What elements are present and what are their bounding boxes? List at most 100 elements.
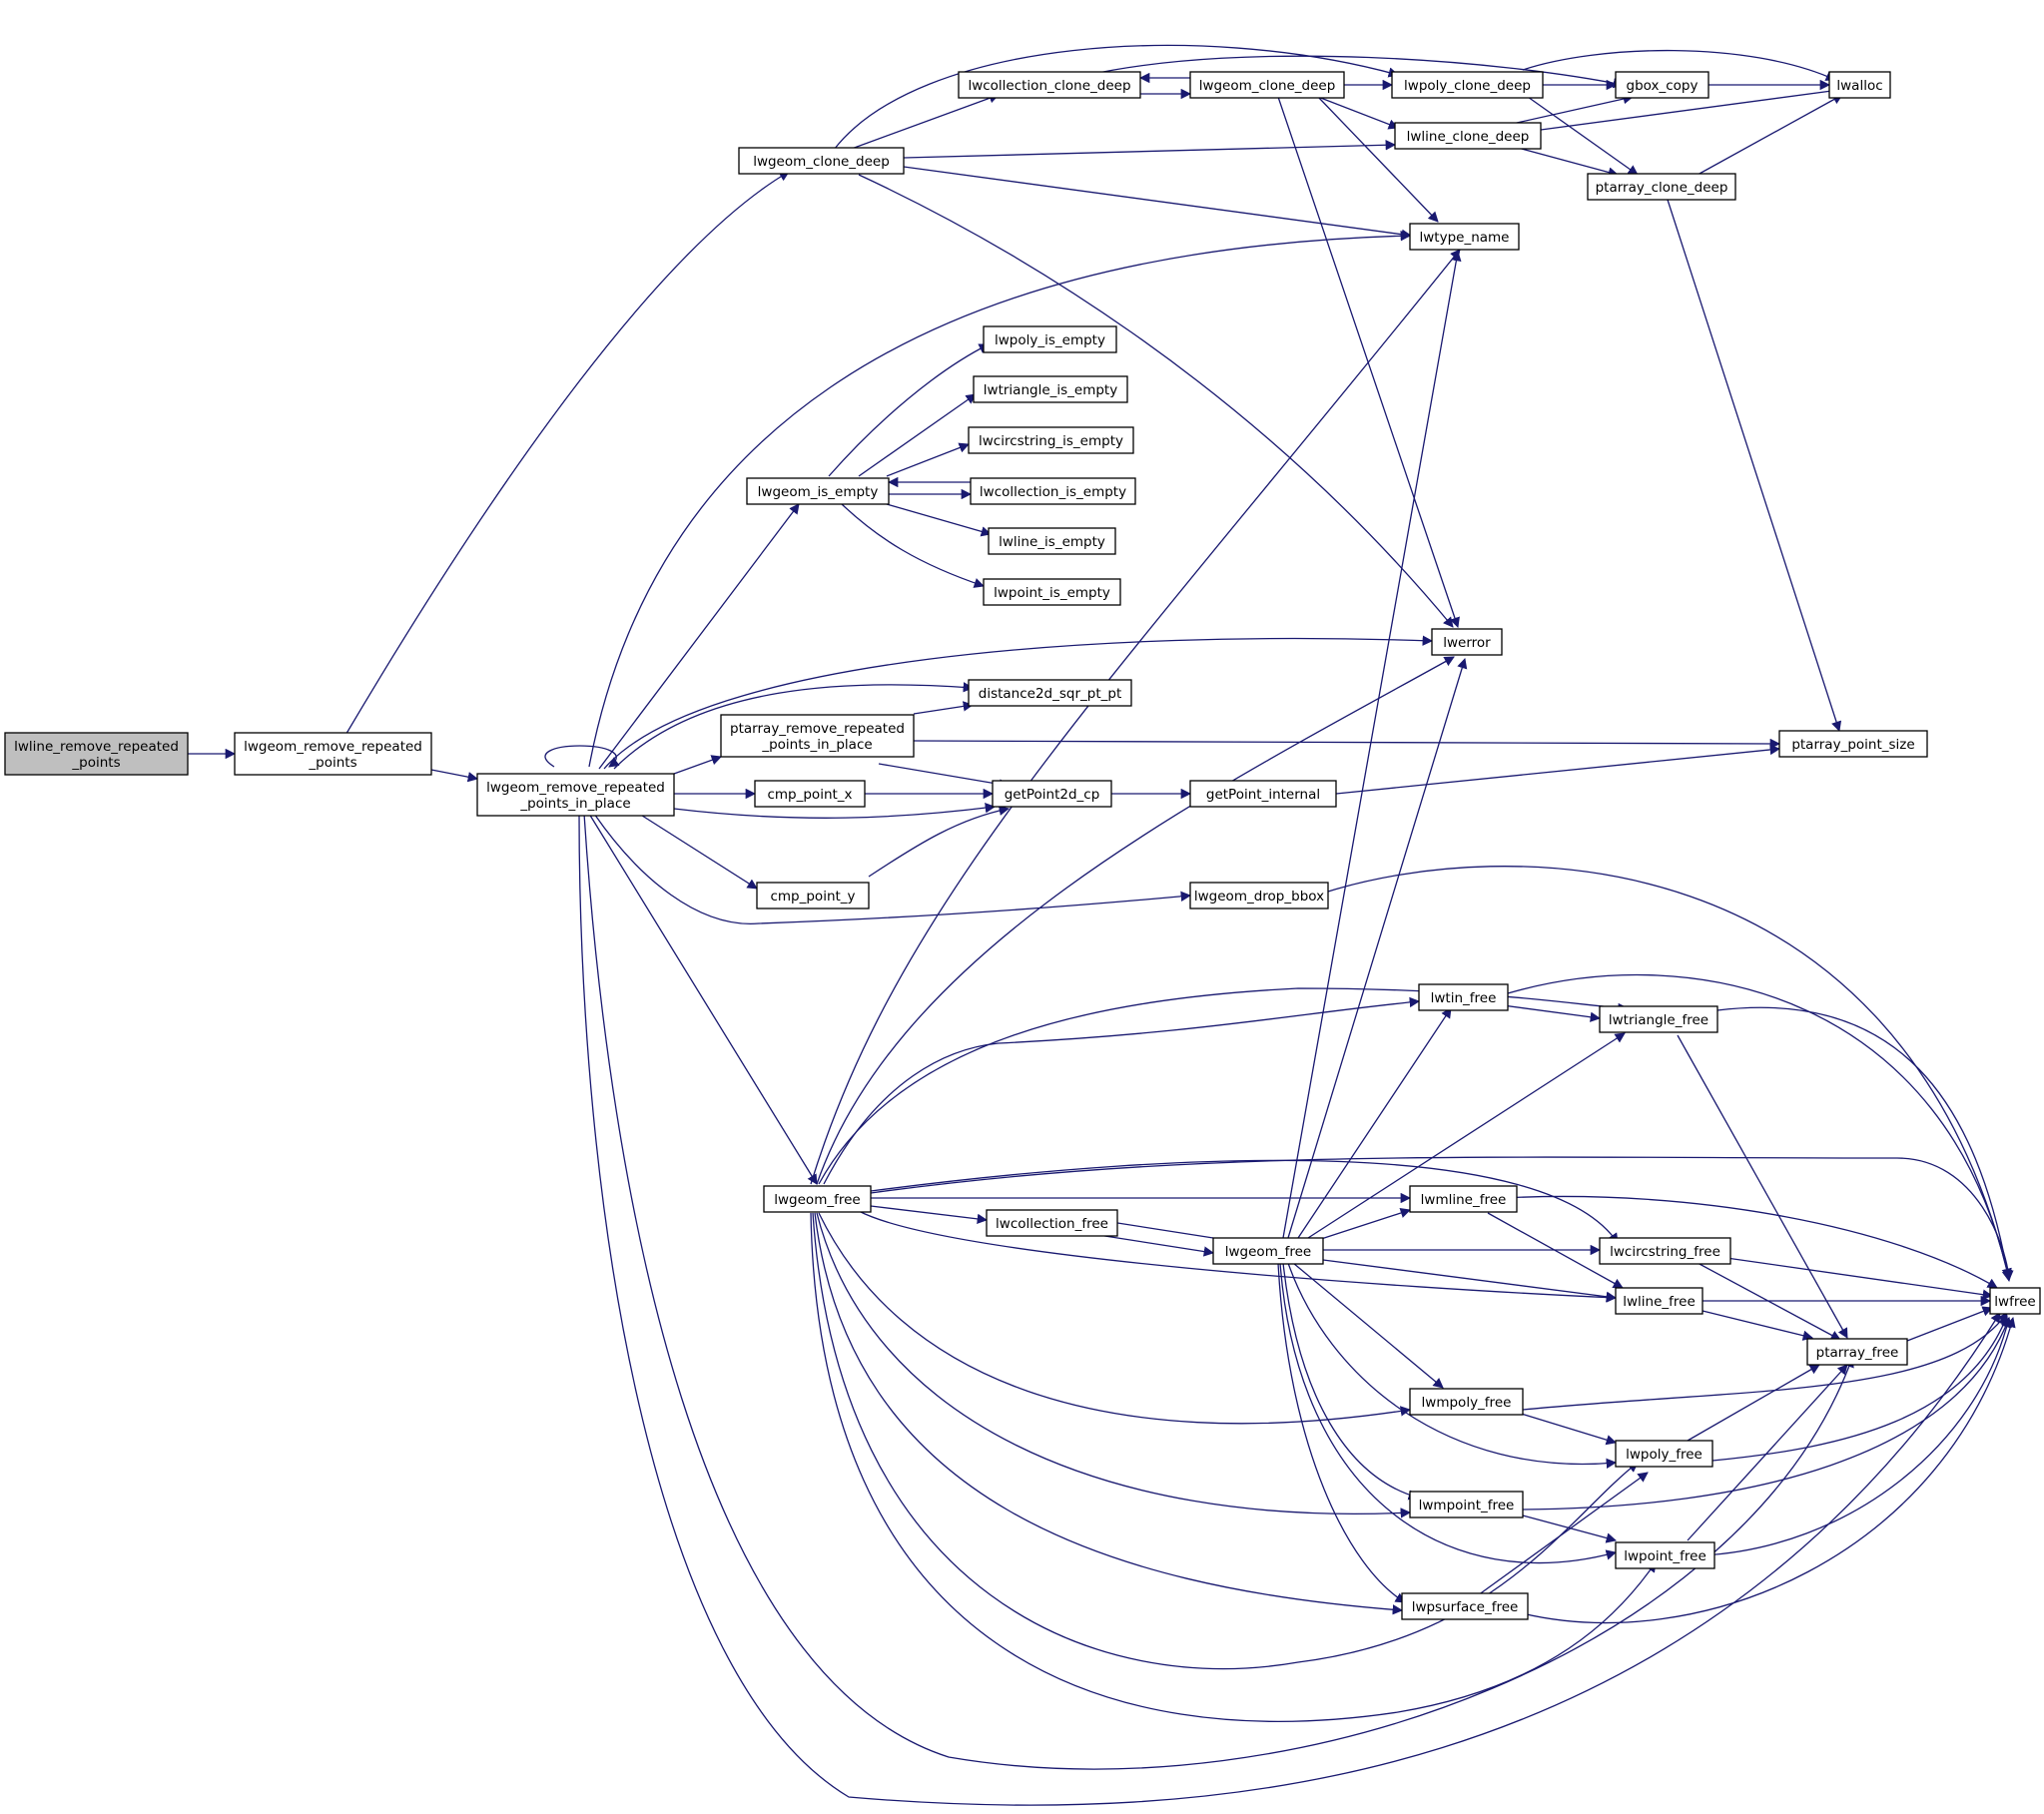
node-mpolyfree[interactable]: lwmpoly_free bbox=[1409, 1388, 1524, 1416]
edge-gfree-mpolyfree bbox=[818, 1212, 1412, 1425]
node-box bbox=[1189, 882, 1329, 909]
edge-rrpip-cmpy bbox=[638, 813, 758, 890]
node-collfree[interactable]: lwcollection_free bbox=[986, 1209, 1118, 1237]
node-label: lwgeom_remove_repeated bbox=[486, 780, 665, 796]
node-lineempty[interactable]: lwline_is_empty bbox=[988, 527, 1116, 555]
node-circfree[interactable]: lwcircstring_free bbox=[1599, 1237, 1731, 1265]
node-ptsize[interactable]: ptarray_point_size bbox=[1778, 730, 1928, 758]
node-root[interactable]: lwline_remove_repeated_points bbox=[4, 732, 189, 776]
node-label: lwcircstring_is_empty bbox=[979, 433, 1123, 449]
node-label: distance2d_sqr_pt_pt bbox=[979, 686, 1122, 702]
node-lineclone[interactable]: lwline_clone_deep bbox=[1394, 122, 1542, 150]
node-box bbox=[986, 1209, 1118, 1237]
node-mlinefree[interactable]: lwmline_free bbox=[1409, 1185, 1518, 1213]
node-rrpip[interactable]: lwgeom_remove_repeated_points_in_place bbox=[476, 773, 675, 817]
edge-pointfree-ptfree bbox=[1687, 1364, 1848, 1541]
node-lwerror[interactable]: lwerror bbox=[1431, 628, 1503, 656]
node-typename[interactable]: lwtype_name bbox=[1409, 223, 1520, 251]
node-label: ptarray_free bbox=[1816, 1345, 1899, 1361]
edge-isempty-circempty bbox=[886, 442, 970, 477]
node-label: lwline_clone_deep bbox=[1407, 129, 1530, 145]
node-label: lwline_free bbox=[1623, 1294, 1696, 1310]
call-edges bbox=[188, 44, 2016, 1806]
edge-gfree-psurffree bbox=[814, 1212, 1404, 1615]
node-box bbox=[1394, 122, 1542, 150]
node-gfree[interactable]: lwgeom_free bbox=[763, 1185, 872, 1213]
edge-gfree2-mlinefree bbox=[1317, 1207, 1411, 1241]
edge-ptfree-lwfree bbox=[1906, 1306, 1993, 1342]
edge-ptclone-lwalloc bbox=[1697, 94, 1843, 176]
node-box bbox=[476, 773, 675, 817]
node-gclone[interactable]: lwgeom_clone_deep bbox=[738, 147, 905, 175]
function-nodes: lwline_remove_repeated_points lwgeom_remo… bbox=[4, 71, 2041, 1620]
edge-rrpip-gfree bbox=[588, 813, 818, 1185]
node-circempty[interactable]: lwcircstring_is_empty bbox=[968, 426, 1134, 454]
node-label: lwpoint_free bbox=[1624, 1548, 1706, 1564]
node-collempty[interactable]: lwcollection_is_empty bbox=[970, 477, 1136, 505]
edge-gfree2-mpolyfree bbox=[1292, 1262, 1444, 1389]
node-linefree[interactable]: lwline_free bbox=[1615, 1287, 1703, 1315]
node-label: ptarray_clone_deep bbox=[1596, 180, 1728, 196]
node-polyfree[interactable]: lwpoly_free bbox=[1615, 1440, 1713, 1468]
edge-gclone-collclone bbox=[848, 93, 1000, 151]
node-label: lwmline_free bbox=[1421, 1192, 1507, 1208]
edge-rrpip-isempty bbox=[598, 503, 800, 770]
node-label: lwcollection_is_empty bbox=[980, 484, 1126, 500]
node-pointfree[interactable]: lwpoint_free bbox=[1615, 1541, 1715, 1569]
node-gboxcopy[interactable]: gbox_copy bbox=[1615, 71, 1709, 99]
node-lwfree[interactable]: lwfree bbox=[1989, 1287, 2041, 1315]
node-gclone2[interactable]: lwgeom_clone_deep bbox=[1189, 71, 1345, 99]
node-triempty[interactable]: lwtriangle_is_empty bbox=[973, 375, 1128, 403]
edge-gfree-mpointfree bbox=[816, 1212, 1412, 1518]
node-label: lwpoly_clone_deep bbox=[1404, 78, 1531, 94]
node-cmpy[interactable]: cmp_point_y bbox=[756, 882, 870, 909]
node-psurffree[interactable]: lwpsurface_free bbox=[1401, 1592, 1529, 1620]
edge-mlinefree-linefree bbox=[1487, 1212, 1624, 1289]
edge-gfree-tinfree bbox=[823, 996, 1421, 1185]
node-label: lwtriangle_is_empty bbox=[984, 382, 1117, 398]
node-ptempty[interactable]: lwpoint_is_empty bbox=[983, 578, 1121, 606]
node-dropbbox[interactable]: lwgeom_drop_bbox bbox=[1189, 882, 1329, 909]
edge-rrpip-dropbbox bbox=[593, 813, 1192, 924]
node-box bbox=[1401, 1592, 1529, 1620]
edge-mpointfree-pointfree bbox=[1522, 1514, 1618, 1543]
node-box bbox=[988, 527, 1116, 555]
node-label: _points_in_place bbox=[519, 796, 630, 812]
node-tinfree[interactable]: lwtin_free bbox=[1418, 983, 1509, 1011]
node-box bbox=[1409, 1491, 1524, 1518]
node-collclone[interactable]: lwcollection_clone_deep bbox=[958, 71, 1141, 99]
edge-linefree-ptfree bbox=[1702, 1310, 1814, 1341]
node-cmpx[interactable]: cmp_point_x bbox=[754, 780, 866, 808]
node-box bbox=[968, 426, 1134, 454]
node-box bbox=[1615, 71, 1709, 99]
edge-isempty-triempty bbox=[858, 393, 977, 477]
node-getpint[interactable]: getPoint_internal bbox=[1189, 780, 1337, 808]
node-label: lwgeom_drop_bbox bbox=[1194, 889, 1324, 905]
node-trifree[interactable]: lwtriangle_free bbox=[1599, 1005, 1718, 1033]
node-lwalloc[interactable]: lwalloc bbox=[1828, 71, 1891, 99]
node-rrp[interactable]: lwgeom_remove_repeated_points bbox=[234, 732, 432, 776]
edge-gclone-lineclone bbox=[903, 140, 1397, 159]
edge-gfree-lwfree bbox=[870, 1156, 2014, 1282]
node-gfree2[interactable]: lwgeom_free bbox=[1212, 1237, 1324, 1265]
node-box bbox=[1828, 71, 1891, 99]
node-polyclone[interactable]: lwpoly_clone_deep bbox=[1391, 71, 1544, 99]
edge-gclone2-lineclone bbox=[1317, 96, 1399, 130]
node-mpointfree[interactable]: lwmpoint_free bbox=[1409, 1491, 1524, 1518]
node-ptfree[interactable]: ptarray_free bbox=[1806, 1338, 1908, 1366]
node-ptclone[interactable]: ptarray_clone_deep bbox=[1587, 173, 1736, 201]
node-polyempty[interactable]: lwpoly_is_empty bbox=[983, 325, 1117, 353]
edge-trifree-lwfree bbox=[1716, 1006, 2013, 1283]
node-ptrrp[interactable]: ptarray_remove_repeated_points_in_place bbox=[720, 714, 915, 758]
edge-cmpy-getp2d bbox=[868, 805, 1011, 878]
node-getp2d[interactable]: getPoint2d_cp bbox=[992, 780, 1112, 808]
edge-ptclone-ptsize bbox=[1667, 199, 1842, 732]
node-dist2d[interactable]: distance2d_sqr_pt_pt bbox=[968, 679, 1132, 707]
node-label: ptarray_remove_repeated bbox=[730, 721, 905, 737]
edge-psurffree-polyfree bbox=[1477, 1472, 1649, 1596]
node-label: lwpoly_is_empty bbox=[995, 332, 1105, 348]
edge-rrpip-getp2d bbox=[673, 803, 997, 819]
node-box bbox=[1587, 173, 1736, 201]
node-box bbox=[720, 714, 915, 758]
node-isempty[interactable]: lwgeom_is_empty bbox=[746, 477, 890, 505]
